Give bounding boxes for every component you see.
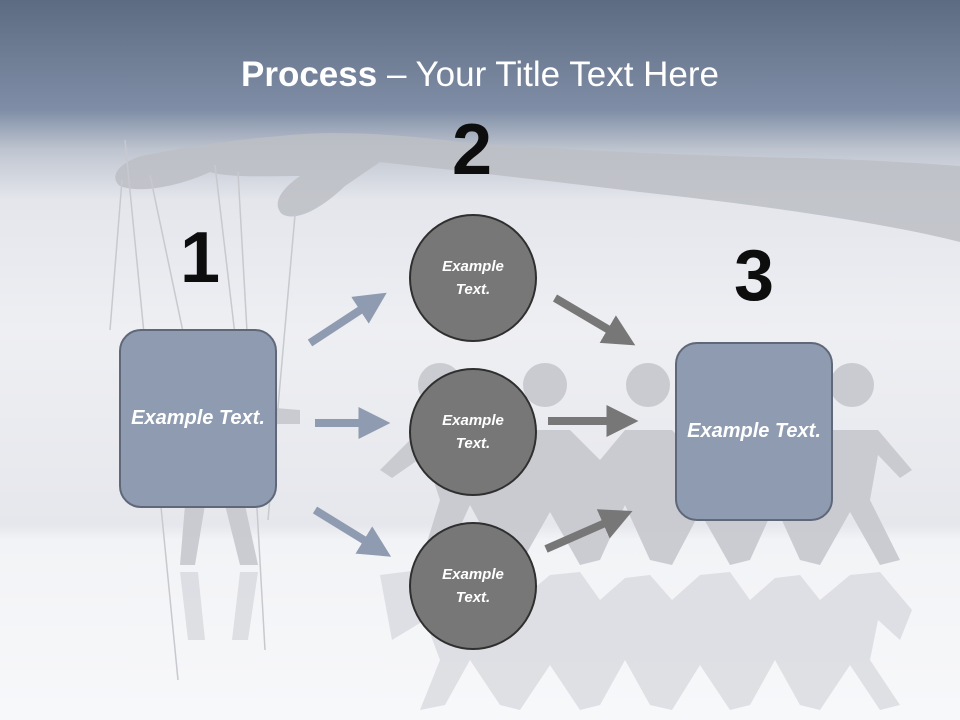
- arrow-circle-bottom-to-box: [544, 509, 633, 553]
- step-number-3: 3: [733, 236, 775, 316]
- step-3-box: Example Text.: [675, 342, 833, 521]
- step-1-box: Example Text.: [119, 329, 277, 508]
- step-number-2: 2: [451, 110, 493, 190]
- arrow-box-to-circle-top: [307, 292, 387, 347]
- step-number-1: 1: [179, 218, 221, 298]
- arrow-box-to-circle-bottom: [312, 506, 392, 557]
- circle-middle-text: Example Text.: [442, 412, 504, 452]
- step-2-circle-bottom: Example Text.: [409, 522, 537, 650]
- step-2-circle-top: Example Text.: [409, 214, 537, 342]
- title-rest: – Your Title Text Here: [377, 55, 719, 94]
- circle-top-text: Example Text.: [442, 258, 504, 298]
- step-3-text: Example Text.: [687, 420, 821, 442]
- title-bold: Process: [241, 55, 378, 94]
- step-2-circle-middle: Example Text.: [409, 368, 537, 496]
- arrow-circle-top-to-box: [552, 294, 636, 346]
- circle-bottom-text: Example Text.: [442, 566, 504, 606]
- step-1-text: Example Text.: [131, 407, 265, 429]
- slide-title: Process – Your Title Text Here: [0, 54, 960, 96]
- hand-silhouette: [115, 133, 960, 242]
